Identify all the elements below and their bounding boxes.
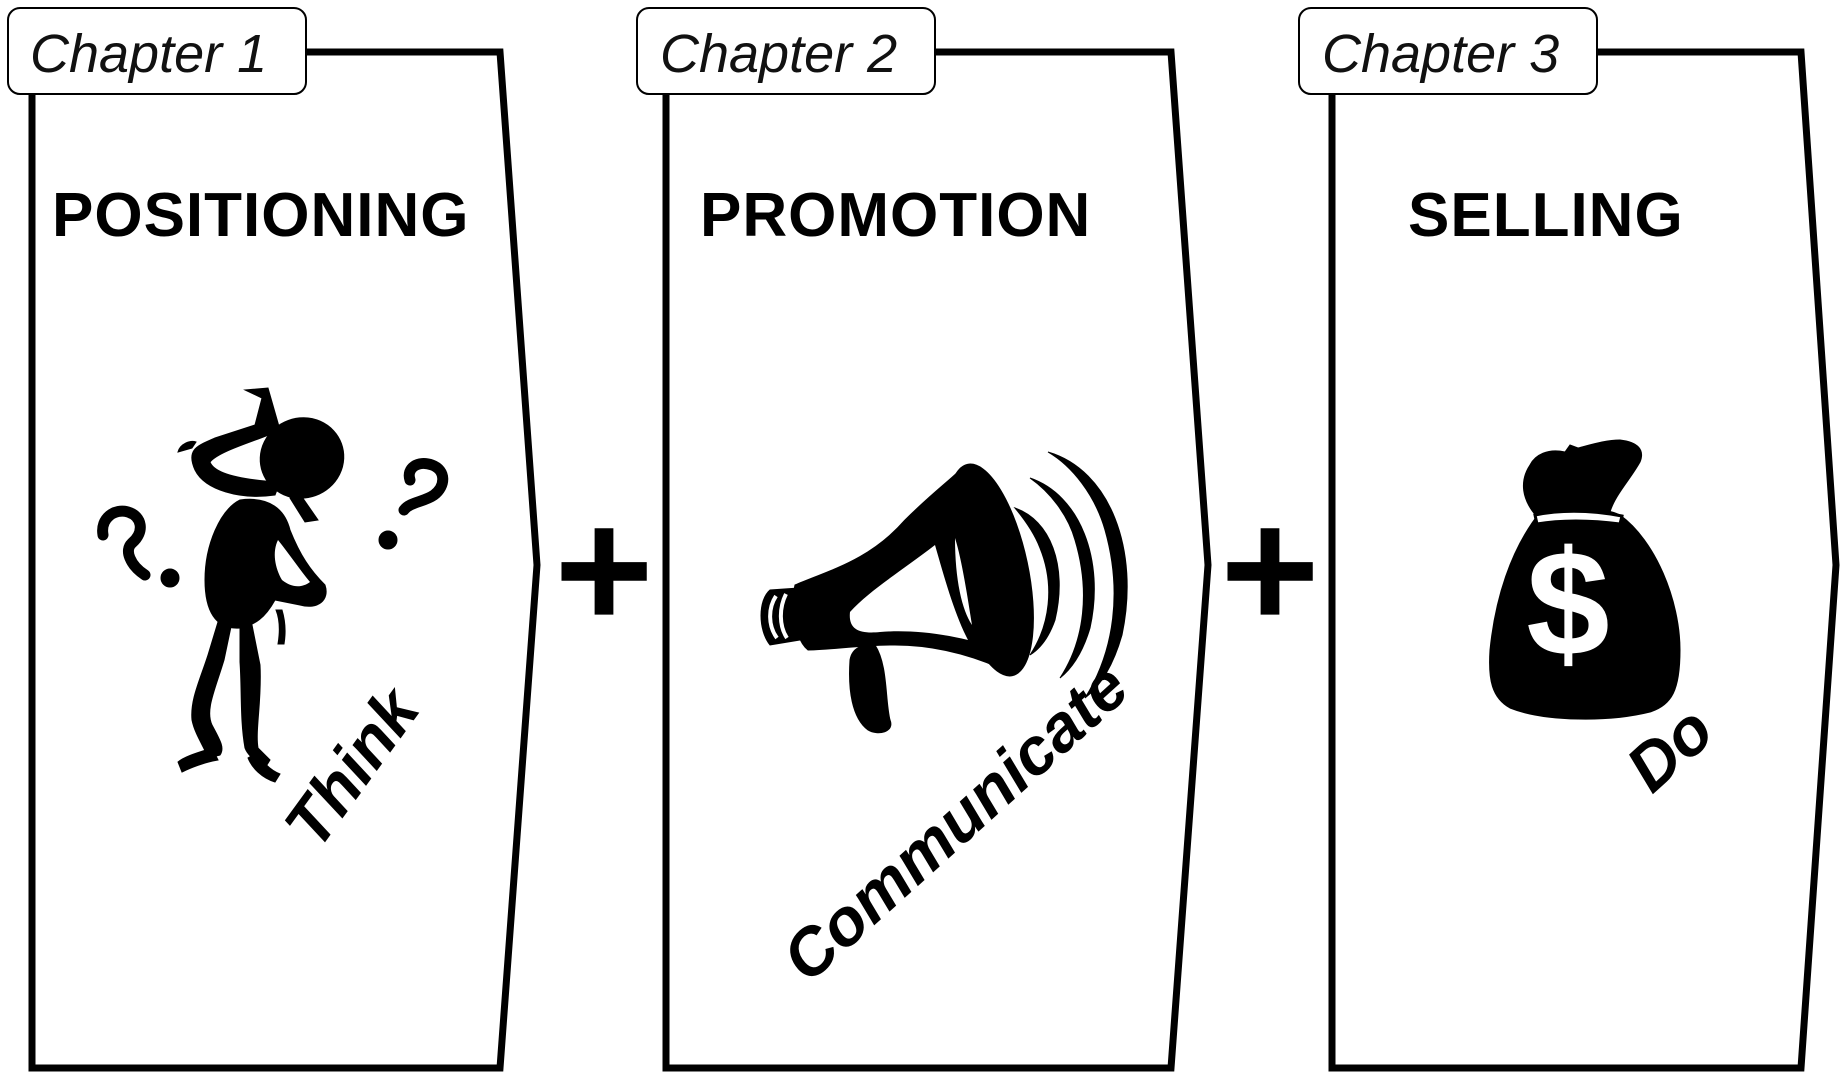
chapter-2-tab bbox=[636, 7, 936, 95]
chapter-2-title: PROMOTION bbox=[700, 181, 1091, 250]
plus-sign: + bbox=[554, 475, 653, 665]
plus-connector-2: + bbox=[1220, 475, 1319, 665]
chapter-1-panel: Chapter 1 POSITIONING bbox=[7, 7, 541, 1072]
chapter-3-title: SELLING bbox=[1408, 181, 1684, 250]
chapter-1-tab bbox=[7, 7, 307, 95]
chapter-2-panel: Chapter 2 PROMOTION Communicate bbox=[636, 7, 1212, 1072]
chapter-2-tab-label: Chapter 2 bbox=[660, 24, 897, 84]
svg-text:$: $ bbox=[1526, 519, 1609, 687]
megaphone-icon bbox=[760, 451, 1128, 734]
chapter-3-tab-label: Chapter 3 bbox=[1322, 24, 1559, 84]
chapter-1-title: POSITIONING bbox=[52, 181, 469, 250]
thinking-person-icon bbox=[97, 387, 449, 783]
chapter-1-tab-label: Chapter 1 bbox=[30, 24, 267, 84]
plus-sign: + bbox=[1220, 475, 1319, 665]
chapter-3-panel: Chapter 3 SELLING $ Do bbox=[1298, 7, 1840, 1072]
money-bag-icon: $ bbox=[1489, 439, 1681, 720]
plus-connector-1: + bbox=[554, 475, 653, 665]
chapter-3-tab bbox=[1298, 7, 1598, 95]
